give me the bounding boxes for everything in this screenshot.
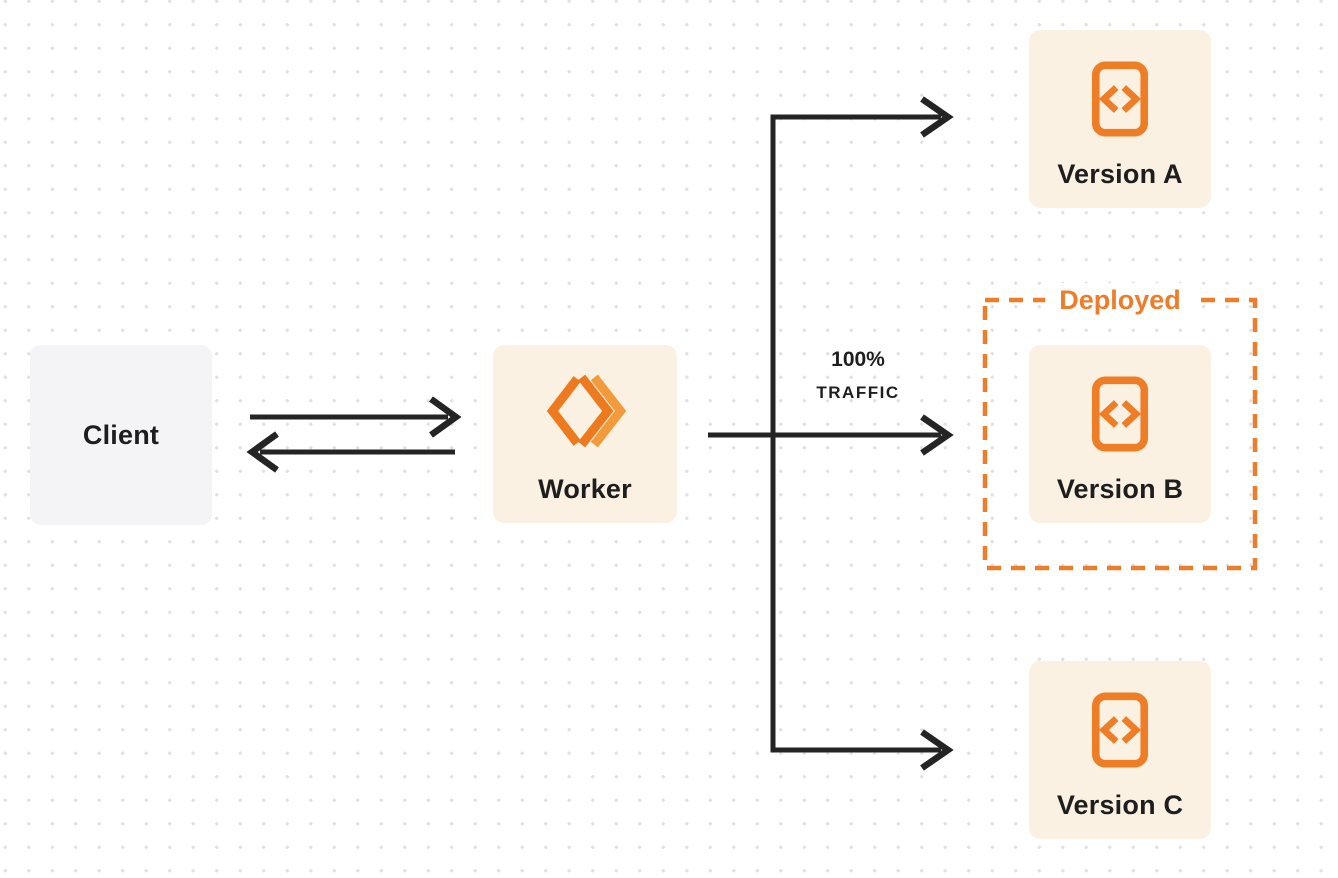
code-file-icon (1091, 375, 1149, 452)
arrow-worker-to-client (246, 431, 455, 473)
node-client: Client (30, 345, 212, 525)
node-version-a: Version A (1029, 30, 1211, 208)
arrow-worker-branches (770, 96, 954, 771)
arrow-client-to-worker (250, 396, 462, 438)
version-c-label: Version C (1056, 789, 1184, 820)
client-label: Client (82, 419, 160, 450)
version-b-label: Version B (1056, 473, 1184, 504)
node-version-c: Version C (1029, 661, 1211, 839)
traffic-word: TRAFFIC (816, 383, 900, 402)
node-version-b: Version B (1029, 345, 1211, 523)
arrow-worker-to-version-b (708, 414, 954, 456)
worker-label: Worker (538, 473, 632, 504)
node-worker: Worker (493, 345, 677, 523)
code-file-icon (1091, 691, 1149, 768)
deployed-group: Deployed (985, 283, 1255, 568)
version-a-label: Version A (1057, 158, 1183, 189)
deployed-group-label: Deployed (1045, 283, 1195, 317)
code-file-icon (1091, 60, 1149, 137)
workers-logo-icon (546, 374, 627, 447)
traffic-percentage: 100% (831, 348, 885, 371)
traffic-edge-label: 100% TRAFFIC (778, 349, 938, 401)
